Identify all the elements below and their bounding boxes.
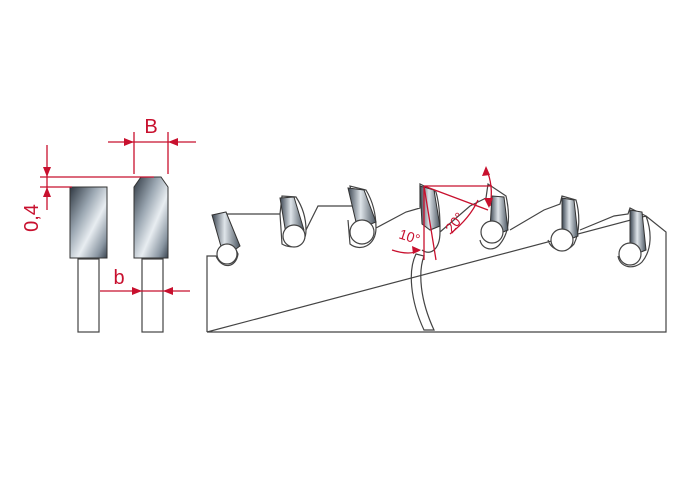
flat-top-tooth-view bbox=[69, 186, 108, 333]
gullet-6 bbox=[550, 228, 574, 252]
clearance-arc-arrow-bottom bbox=[484, 198, 493, 208]
blade-outline bbox=[206, 182, 667, 333]
label-hook-angle: 10° bbox=[397, 226, 422, 248]
angle-annotations: 10° 20° bbox=[391, 166, 493, 261]
label-b: b bbox=[113, 267, 124, 289]
clearance-leader-arc bbox=[449, 199, 479, 235]
arrow-height-top bbox=[43, 167, 51, 177]
hook-arc-arrow bbox=[412, 246, 421, 254]
dimension-height-offset: 0,4 bbox=[21, 145, 154, 232]
label-B: B bbox=[144, 116, 157, 138]
arrow-height-bottom bbox=[43, 187, 51, 197]
arrow-b-right bbox=[163, 287, 173, 295]
carbide-tip-flat bbox=[69, 186, 108, 259]
arrow-B-left bbox=[124, 138, 134, 146]
blade-body-left bbox=[77, 258, 100, 333]
arrow-b-left bbox=[132, 287, 142, 295]
carbide-tip-chamfered bbox=[133, 176, 169, 259]
gullet-2 bbox=[282, 224, 306, 248]
arrow-B-right bbox=[168, 138, 178, 146]
gullet-5 bbox=[480, 220, 504, 244]
label-height-offset: 0,4 bbox=[21, 204, 43, 232]
dimension-B: B bbox=[108, 116, 196, 174]
blade-body-right bbox=[141, 258, 164, 333]
chamfered-tooth-view bbox=[133, 176, 169, 333]
expansion-slot bbox=[410, 253, 435, 331]
clearance-angle-line bbox=[423, 185, 489, 211]
hook-angle-line bbox=[423, 185, 437, 261]
gullet-3 bbox=[349, 219, 375, 245]
saw-blade-segment bbox=[206, 182, 667, 333]
clearance-arc-arrow-top bbox=[482, 166, 490, 176]
tooth-cross-section-views: B b 0,4 bbox=[21, 116, 196, 333]
gullet-1 bbox=[216, 243, 238, 265]
label-clearance-angle: 20° bbox=[442, 209, 468, 236]
dimension-b: b bbox=[100, 267, 190, 295]
gullet-7 bbox=[618, 242, 642, 266]
